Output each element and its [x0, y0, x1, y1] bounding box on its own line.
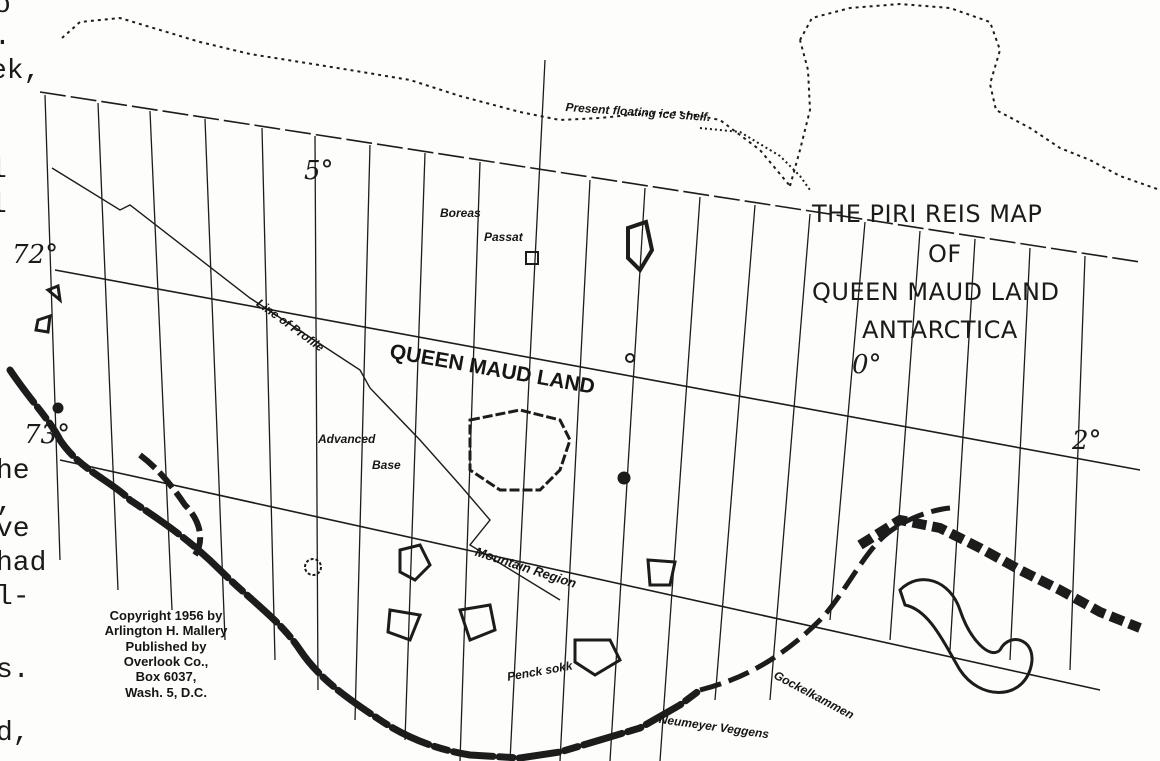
page-fragment-10: l-: [0, 582, 30, 613]
page-fragment-3: ek,: [0, 56, 41, 87]
coastline-east: [699, 505, 951, 693]
latitude-72-label: 72°: [12, 240, 59, 270]
survey-point-3: [52, 402, 64, 414]
passat-label: Passat: [484, 230, 523, 244]
copyright-line-1: Copyright 1956 by: [109, 608, 223, 623]
island-small-4: [646, 558, 677, 587]
island-north: [626, 219, 655, 274]
page-fragment-12: d,: [0, 718, 30, 749]
page-fragment-6: he: [0, 456, 30, 487]
island-nw-1: [34, 313, 52, 334]
survey-point-2: [625, 353, 635, 363]
copyright-block: Copyright 1956 by Arlington H. Mallery P…: [76, 608, 256, 700]
title-line-2: OF: [928, 240, 962, 268]
title-line-4: ANTARCTICA: [862, 316, 1018, 344]
page-fragment-9: had: [0, 548, 47, 579]
gockelkammen-ridge: [857, 514, 1142, 633]
meridian-lines: [44, 59, 1086, 761]
page-fragment-11: s.: [0, 655, 30, 686]
title-line-1: THE PIRI REIS MAP: [812, 200, 1043, 228]
page-fragment-8: ve: [0, 514, 30, 545]
coastline: [6, 366, 704, 761]
advanced-base-label-1: Advanced: [318, 432, 376, 446]
latitude-line-74: [59, 459, 1101, 691]
copyright-line-4: Overlook Co.,: [123, 653, 209, 669]
longitude-5-label: 5°: [304, 156, 334, 186]
passat-station-marker: [525, 251, 539, 265]
latitude-73-label: 73°: [24, 420, 71, 450]
longitude-0-label: 0°: [852, 350, 882, 380]
page-fragment-1: o: [0, 0, 11, 21]
serpent-island: [898, 578, 1034, 694]
latitude-line-73: [54, 269, 1141, 471]
coastline-inlet: [138, 452, 204, 557]
page-fragment-5: l: [0, 190, 7, 221]
survey-point-1: [617, 471, 631, 485]
island-small-3: [573, 638, 622, 677]
island-small-1: [398, 543, 432, 582]
island-small-5: [386, 608, 423, 642]
longitude-2-label: 2°: [1072, 426, 1102, 456]
page-fragment-2: .: [0, 22, 11, 53]
advanced-base-label-2: Base: [372, 458, 401, 472]
boreas-label: Boreas: [440, 206, 481, 220]
copyright-line-2: Arlington H. Mallery: [104, 623, 228, 639]
island-nw-2: [45, 283, 63, 304]
copyright-line-5: Box 6037,: [135, 669, 197, 685]
island-small-2: [458, 603, 497, 642]
copyright-line-3: Published by: [125, 638, 207, 654]
page-fragment-7: ,: [0, 488, 13, 519]
island-central: [468, 408, 572, 492]
ice-shelf-outline: [61, 2, 1160, 191]
shelf-break-outline: [699, 127, 811, 191]
page-fragment-4: l: [0, 155, 7, 186]
survey-point-4: [304, 558, 322, 576]
copyright-line-6: Wash. 5, D.C.: [125, 684, 207, 700]
title-line-3: QUEEN MAUD LAND: [812, 278, 1060, 306]
line-of-profile: [51, 167, 561, 601]
